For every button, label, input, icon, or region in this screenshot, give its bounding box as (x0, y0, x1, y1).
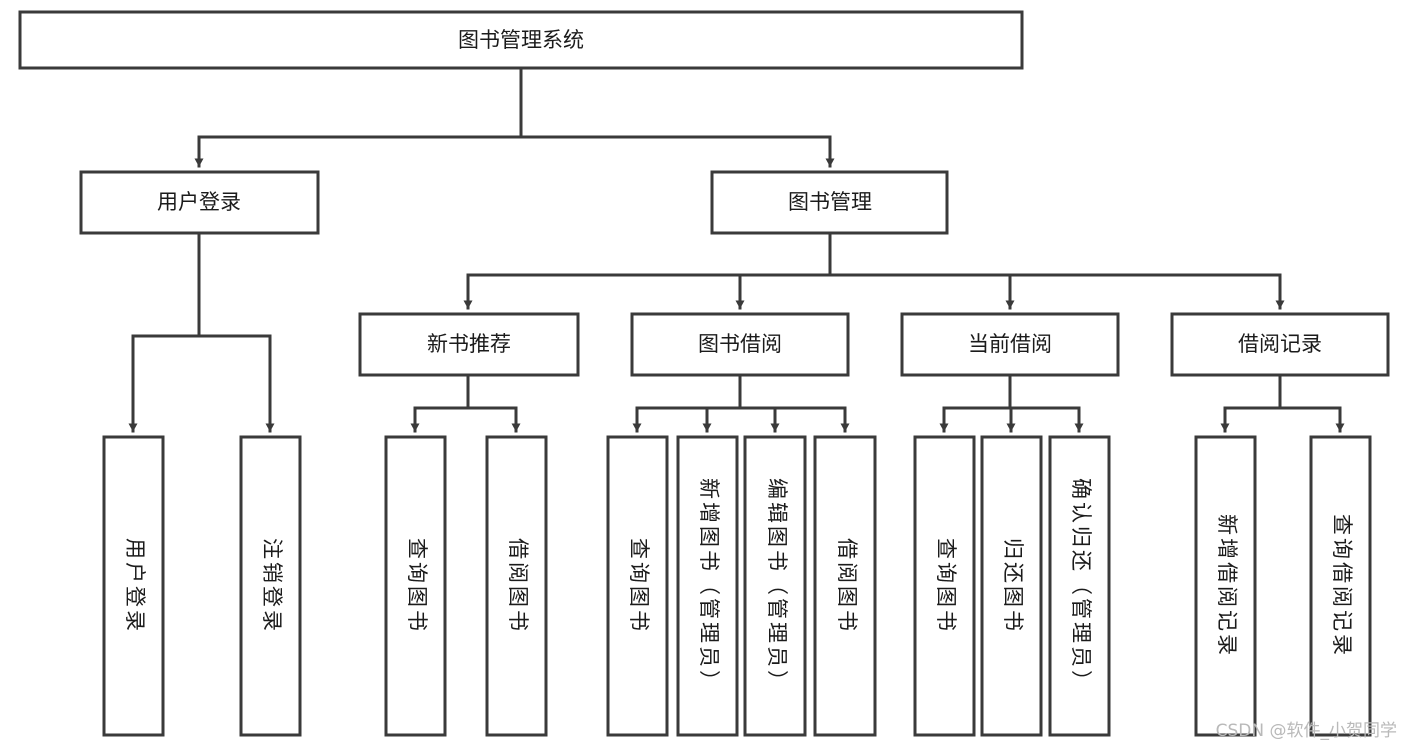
edge-root-to-level2-trunk (197, 66, 832, 139)
node-leaf-query-book-rec[interactable]: 查询图书 (384, 435, 447, 737)
node-leaf-return-book[interactable]: 归还图书 (980, 435, 1043, 737)
edge-borrow-record-trunk (1223, 373, 1342, 410)
node-leaf-add-book-admin-box (676, 435, 739, 737)
node-leaf-borrow-book-rec[interactable]: 借阅图书 (485, 435, 548, 737)
node-leaf-borrow-book-rec-box (485, 435, 548, 737)
node-leaf-borrow-book-label: 借阅图书 (835, 538, 859, 634)
node-root[interactable]: 图书管理系统 (18, 10, 1024, 70)
node-root-label: 图书管理系统 (458, 28, 584, 52)
node-leaf-borrow-book-box (813, 435, 877, 737)
node-leaf-edit-book-admin-box (743, 435, 807, 737)
node-book-manage-box (710, 170, 949, 235)
edge-new-book-recommend-trunk (413, 373, 518, 410)
node-leaf-add-borrow-record[interactable]: 新增借阅记录 (1194, 435, 1257, 737)
node-leaf-query-book-borrow[interactable]: 查询图书 (606, 435, 669, 737)
node-leaf-logout-login-label: 注销登录 (260, 538, 284, 634)
node-leaf-query-book-borrow-box (606, 435, 669, 737)
node-leaf-add-book-admin-label: 新增图书（管理员） (697, 478, 721, 694)
node-leaf-user-login[interactable]: 用户登录 (102, 435, 165, 737)
node-leaf-logout-login-box (239, 435, 302, 737)
node-current-borrow-box (900, 312, 1120, 377)
edge-layer (128, 66, 1345, 433)
node-leaf-return-book-label: 归还图书 (1001, 538, 1025, 634)
node-new-book-recommend[interactable]: 新书推荐 (358, 312, 580, 377)
edge-book-manage-to-level3-trunk (466, 231, 1282, 277)
node-leaf-user-login-label: 用户登录 (123, 538, 147, 634)
node-leaf-confirm-return-admin-label: 确认归还（管理员） (1069, 478, 1093, 694)
node-leaf-confirm-return-admin[interactable]: 确认归还（管理员） (1048, 435, 1111, 737)
node-leaf-query-book-cur-label: 查询图书 (934, 538, 958, 634)
node-leaf-query-book-cur[interactable]: 查询图书 (913, 435, 976, 737)
edge-user-login-trunk (131, 231, 272, 338)
node-borrow-record-label: 借阅记录 (1238, 332, 1322, 356)
node-current-borrow-label: 当前借阅 (968, 332, 1052, 356)
node-leaf-user-login-box (102, 435, 165, 737)
node-leaf-query-borrow-record-label: 查询借阅记录 (1330, 514, 1354, 658)
node-current-borrow[interactable]: 当前借阅 (900, 312, 1120, 377)
node-book-borrow[interactable]: 图书借阅 (630, 312, 850, 377)
node-leaf-add-borrow-record-label: 新增借阅记录 (1215, 514, 1239, 658)
node-borrow-record-box (1170, 312, 1390, 377)
node-leaf-borrow-book[interactable]: 借阅图书 (813, 435, 877, 737)
node-leaf-query-borrow-record[interactable]: 查询借阅记录 (1309, 435, 1372, 737)
node-leaf-query-book-rec-box (384, 435, 447, 737)
node-leaf-borrow-book-rec-label: 借阅图书 (506, 538, 530, 634)
node-leaf-return-book-box (980, 435, 1043, 737)
node-book-borrow-box (630, 312, 850, 377)
node-leaf-edit-book-admin-label: 编辑图书（管理员） (765, 478, 789, 694)
node-book-manage-label: 图书管理 (788, 190, 872, 214)
node-leaf-edit-book-admin[interactable]: 编辑图书（管理员） (743, 435, 807, 737)
node-leaf-query-book-borrow-label: 查询图书 (627, 538, 651, 634)
node-new-book-recommend-label: 新书推荐 (427, 332, 511, 356)
node-root-box (18, 10, 1024, 70)
node-leaf-add-book-admin[interactable]: 新增图书（管理员） (676, 435, 739, 737)
node-borrow-record[interactable]: 借阅记录 (1170, 312, 1390, 377)
csdn-watermark: CSDN @软件_小贺同学 (1215, 721, 1397, 741)
node-book-manage[interactable]: 图书管理 (710, 170, 949, 235)
node-leaf-query-borrow-record-box (1309, 435, 1372, 737)
node-book-borrow-label: 图书借阅 (698, 332, 782, 356)
node-user-login-label: 用户登录 (157, 190, 241, 214)
node-leaf-logout-login[interactable]: 注销登录 (239, 435, 302, 737)
node-user-login[interactable]: 用户登录 (79, 170, 320, 235)
node-new-book-recommend-box (358, 312, 580, 377)
node-leaf-query-book-cur-box (913, 435, 976, 737)
edge-book-borrow-trunk (635, 373, 847, 410)
edge-current-borrow-trunk (942, 373, 1081, 410)
node-leaf-query-book-rec-label: 查询图书 (405, 538, 429, 634)
node-user-login-box (79, 170, 320, 235)
node-leaf-add-borrow-record-box (1194, 435, 1257, 737)
node-leaf-confirm-return-admin-box (1048, 435, 1111, 737)
